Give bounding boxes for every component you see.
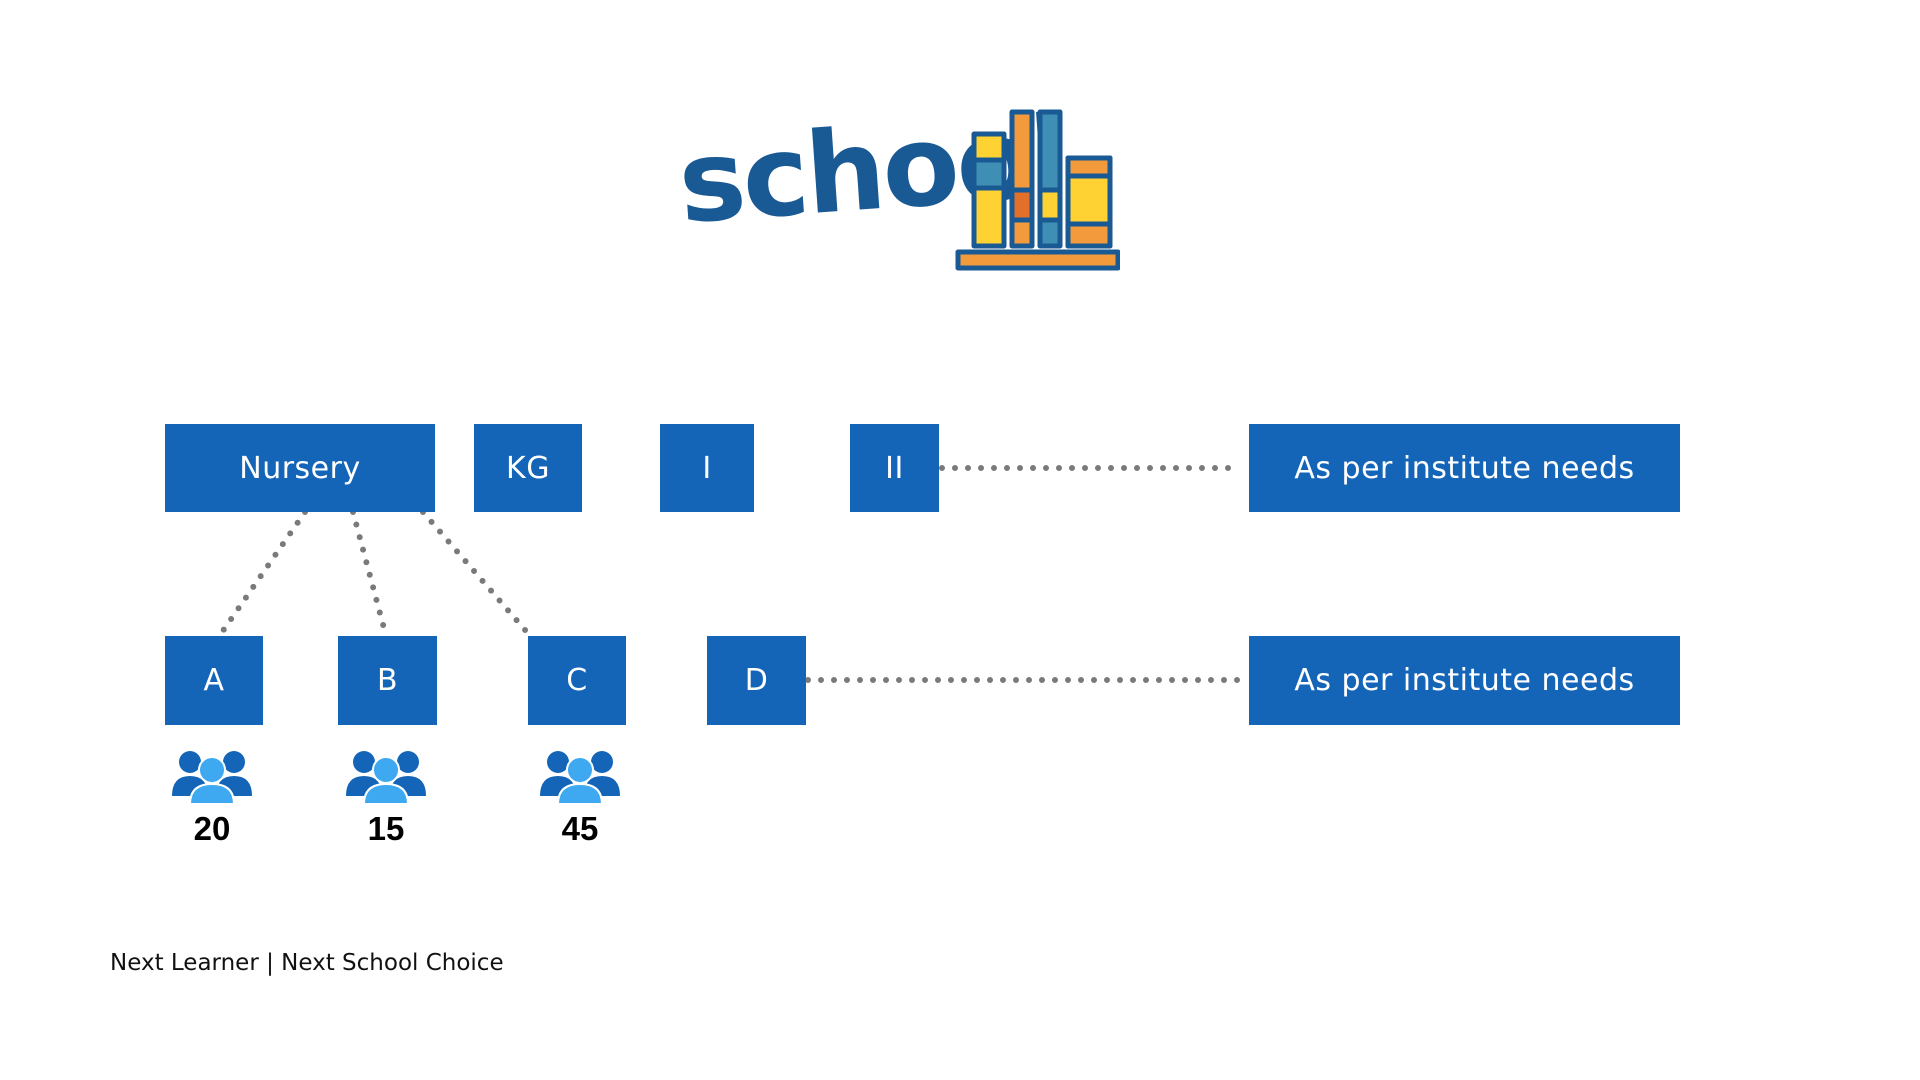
grade-box-i[interactable]: I: [660, 424, 754, 512]
books-on-shelf-icon: [955, 109, 1120, 271]
student-count-a: 20: [193, 810, 231, 847]
grade-box-institute-needs[interactable]: As per institute needs: [1249, 424, 1680, 512]
student-count-c: 45: [561, 810, 599, 847]
section-box-b[interactable]: B: [338, 636, 437, 725]
group-of-people-icon: [172, 751, 252, 804]
section-box-c[interactable]: C: [528, 636, 626, 725]
footer-text: Next Learner | Next School Choice: [110, 950, 504, 976]
section-box-a[interactable]: A: [165, 636, 263, 725]
connector-nursery-to-c: [420, 509, 535, 641]
group-of-people-icon: [540, 751, 620, 804]
connector-nursery-to-b: [350, 509, 388, 635]
grade-box-nursery[interactable]: Nursery: [165, 424, 435, 512]
section-box-institute-needs[interactable]: As per institute needs: [1249, 636, 1680, 725]
group-of-people-icon: [346, 751, 426, 804]
student-count-b: 15: [367, 810, 405, 847]
section-box-d[interactable]: D: [707, 636, 806, 725]
grade-box-kg[interactable]: KG: [474, 424, 582, 512]
connector-nursery-to-a: [215, 509, 308, 641]
grade-box-ii[interactable]: II: [850, 424, 939, 512]
